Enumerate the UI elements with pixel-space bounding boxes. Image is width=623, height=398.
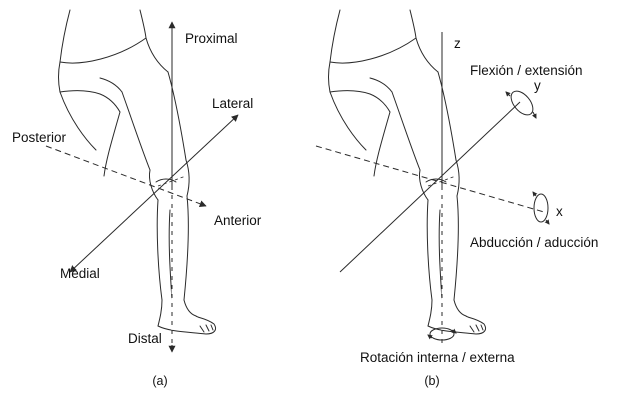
posterior-label: Posterior <box>12 130 67 145</box>
panel-b: z y x Flexión / extensión Abducción / ad… <box>316 10 598 388</box>
x-axis-label: x <box>556 204 563 219</box>
lateral-label: Lateral <box>212 96 253 111</box>
panel-a: Proximal Lateral Posterior Anterior Medi… <box>12 10 262 388</box>
posterior-anterior-axis <box>46 146 206 206</box>
internal-external-rotation-label: Rotación interna / externa <box>360 350 515 365</box>
z-axis-label: z <box>454 36 461 51</box>
abduction-rotation-icon <box>533 192 549 224</box>
panel-a-caption: (a) <box>152 374 167 388</box>
y-axis-label: y <box>534 78 541 93</box>
medial-label: Medial <box>60 266 100 281</box>
anterior-label: Anterior <box>214 213 262 228</box>
distal-label: Distal <box>128 331 162 346</box>
medial-lateral-axis <box>70 115 238 272</box>
x-axis <box>316 146 544 212</box>
flexion-extension-label: Flexión / extensión <box>470 63 583 78</box>
flexion-rotation-icon <box>506 87 537 119</box>
abduction-adduction-label: Abducción / aducción <box>470 235 598 250</box>
panel-b-caption: (b) <box>424 374 439 388</box>
proximal-label: Proximal <box>185 31 238 46</box>
